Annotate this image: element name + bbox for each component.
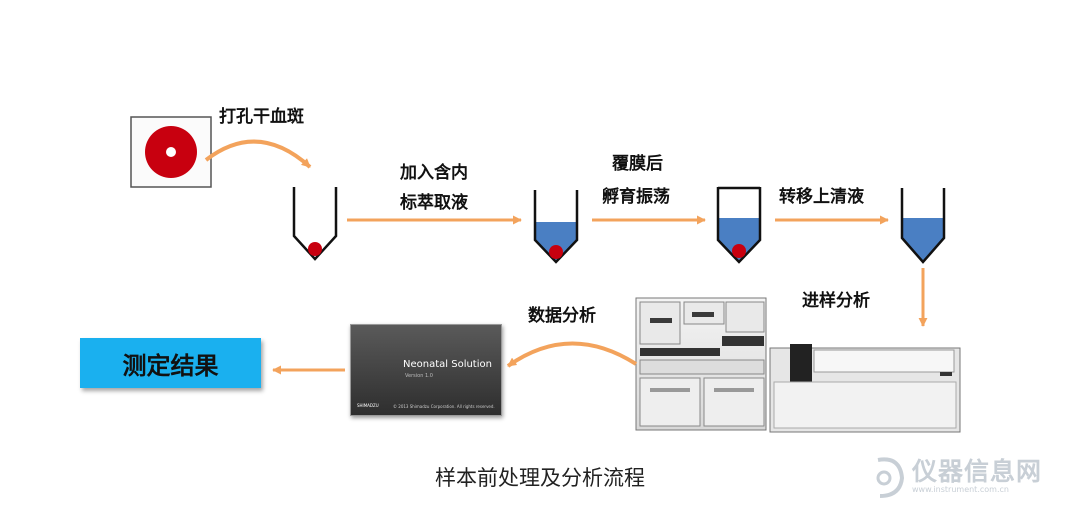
result-box: 测定结果: [80, 338, 261, 388]
label-inject: 进样分析: [802, 291, 870, 311]
watermark: 仪器信息网 www.instrument.com.cn: [870, 450, 1070, 506]
tube-1: [292, 187, 338, 261]
software-title: Neonatal Solution: [403, 359, 492, 370]
lcms-instrument: [635, 297, 961, 433]
blood-spot-card: [130, 116, 212, 188]
watermark-url: www.instrument.com.cn: [912, 485, 1009, 494]
arrow-analysis: [506, 341, 638, 368]
label-incubate: 孵育振荡: [602, 187, 670, 207]
label-add-line2: 标萃取液: [400, 193, 468, 213]
tube-4: [900, 188, 946, 264]
software-brand: SHIMADZU: [357, 403, 379, 408]
label-seal: 覆膜后: [612, 154, 663, 174]
blood-disc: [732, 244, 746, 258]
software-copyright: © 2013 Shimadzu Corporation. All rights …: [393, 404, 495, 409]
label-add-line1: 加入含内: [400, 163, 468, 183]
label-add-solvent: 加入含内 标萃取液: [394, 158, 474, 218]
tube-2: [533, 190, 579, 264]
watermark-text: 仪器信息网: [912, 457, 1043, 486]
software-version: Version 1.0: [405, 373, 433, 379]
software-splash: Neonatal Solution Version 1.0 SHIMADZU ©…: [350, 324, 502, 416]
diagram-caption: 样本前处理及分析流程: [435, 466, 645, 490]
label-punch: 打孔干血斑: [219, 107, 304, 127]
label-transfer: 转移上清液: [779, 187, 864, 207]
arrow-punch: [204, 139, 312, 169]
punch-hole: [166, 147, 176, 157]
label-analysis: 数据分析: [528, 306, 596, 326]
tube-3: [716, 186, 762, 264]
watermark-logo-icon: [876, 457, 905, 498]
blood-disc: [549, 245, 563, 259]
blood-disc: [308, 242, 322, 256]
